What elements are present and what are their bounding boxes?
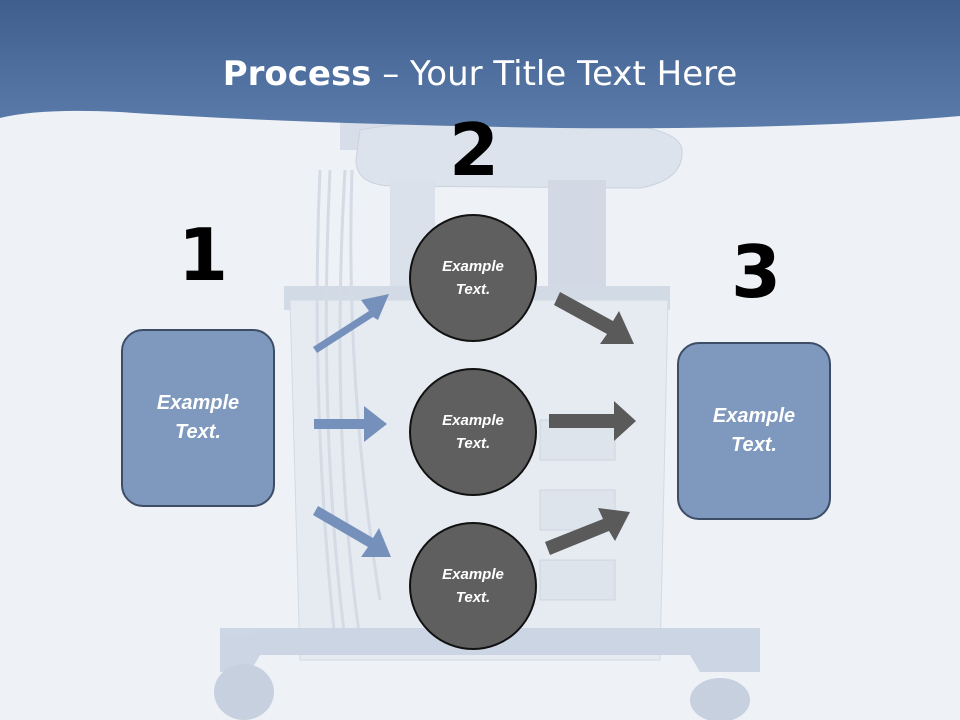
left-arrows	[313, 294, 391, 557]
circle-top-label: Example Text.	[442, 258, 504, 298]
arrow-right-middle	[549, 401, 636, 441]
step-number-2: 2	[449, 108, 500, 192]
step-2-circle-middle: Example Text.	[409, 368, 537, 496]
step-3-box: Example Text.	[677, 342, 831, 520]
step-2-circle-top: Example Text.	[409, 214, 537, 342]
step-1-label: Example Text.	[156, 392, 240, 443]
step-number-1: 1	[178, 213, 229, 297]
title-rest-text: – Your Title Text Here	[371, 54, 738, 94]
step-3-label: Example Text.	[712, 405, 796, 456]
step-2-circle-bottom: Example Text.	[409, 522, 537, 650]
arrow-left-bottom	[313, 506, 391, 557]
arrow-right-bottom	[545, 508, 630, 555]
step-number-3: 3	[731, 230, 782, 314]
circle-middle-label: Example Text.	[442, 412, 504, 452]
step-1-box: Example Text.	[121, 329, 275, 507]
right-arrows	[545, 292, 636, 555]
arrow-left-top	[313, 294, 389, 353]
circle-bottom-label: Example Text.	[442, 566, 504, 606]
slide-title: Process – Your Title Text Here	[0, 52, 960, 96]
title-bold-text: Process	[222, 54, 372, 94]
arrow-left-middle	[314, 406, 387, 442]
arrow-right-top	[554, 292, 634, 344]
